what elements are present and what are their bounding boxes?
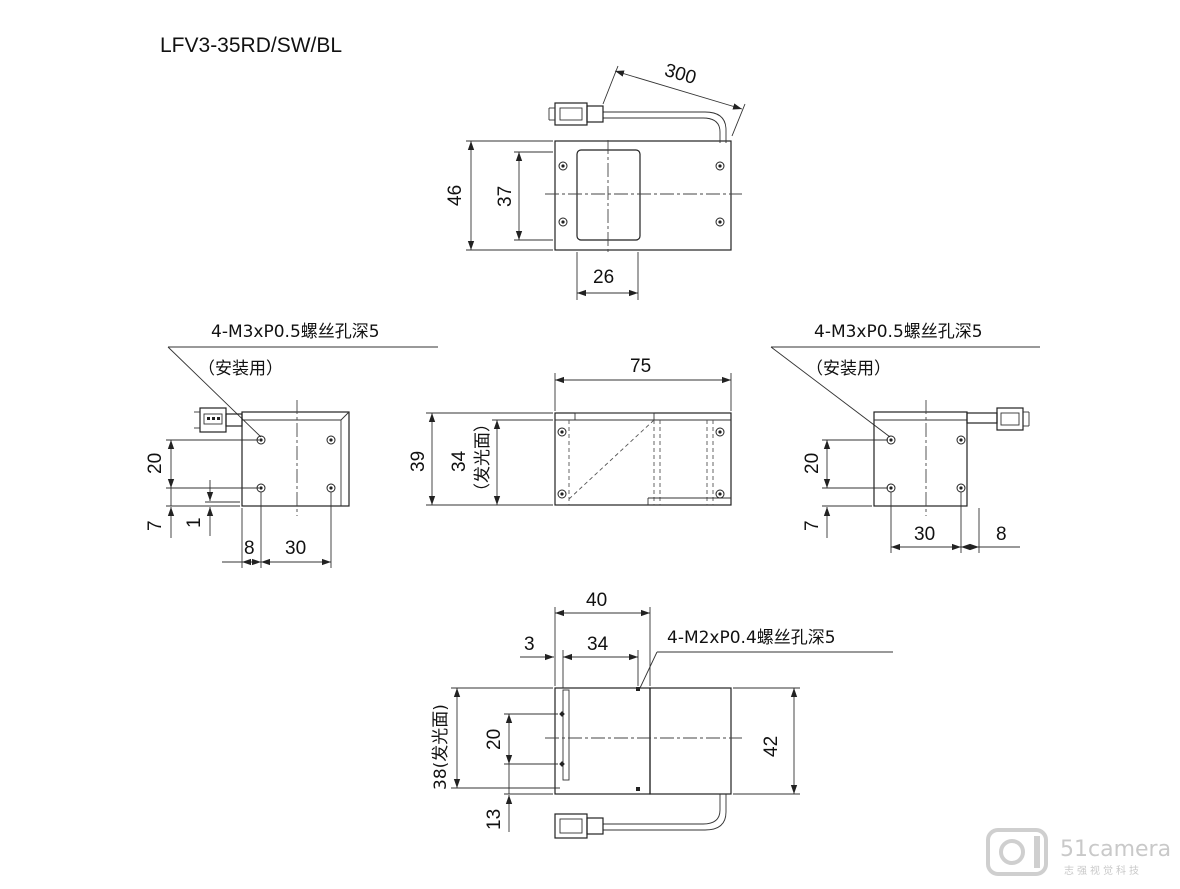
connector [966,407,1030,431]
top-view-window [576,149,641,241]
leader-line [770,346,891,438]
bottom-view: 40 3 34 4-M2xP0.4螺丝孔深5 38(发光面) 20 13 42 [431,590,893,839]
mounting-hole [559,687,640,791]
cable [603,111,727,143]
top-view-body [554,140,732,251]
front-view: 75 39 34 （发光面） [408,356,732,506]
dim-width-total: 40 [586,590,607,611]
front-view-body [554,412,732,506]
dim-left-offset: 8 [244,538,255,559]
right-view-body [873,411,968,507]
cable [603,794,727,831]
dim-pitch-vertical: 20 [802,453,823,474]
dim-height-outer: 46 [445,185,466,206]
dim-bottom-offset: 13 [484,809,505,830]
leader-line [639,651,658,689]
right-note-usage: （安装用） [806,359,891,379]
dim-bottom-offset: 7 [145,520,166,531]
leader-line [167,346,262,438]
mounting-hole [557,427,725,499]
dim-height-inner: 37 [495,186,516,207]
connector [554,813,604,839]
connector [194,407,243,433]
dim-pitch-horizontal: 30 [285,538,306,559]
dim-emit-height: 34 [449,450,470,472]
watermark: 51camera 志强视觉科技 [986,828,1171,877]
dim-width-inner: 34 [587,634,609,655]
label-emitting-face: （发光面） [473,415,493,500]
left-view: 4-M3xP0.5螺丝孔深5 （安装用） 20 [145,322,438,568]
mounting-hole [256,435,336,493]
dim-total-width: 75 [630,356,651,377]
connector [548,102,604,126]
dim-pitch-horizontal: 30 [914,524,935,545]
dim-cable-length: 300 [662,60,698,89]
dim-small-offset: 1 [184,517,205,528]
dim-right-offset: 8 [996,524,1007,545]
left-view-body [241,411,350,507]
dim-pitch-vertical: 20 [484,729,505,750]
left-note-usage: （安装用） [198,359,283,379]
drawing-title: LFV3-35RD/SW/BL [160,34,342,57]
watermark-brand: 51camera [1060,837,1171,862]
mounting-hole [558,161,725,227]
right-note-thread: 4-M3xP0.5螺丝孔深5 [814,322,983,342]
dim-emit-height: 38(发光面) [431,704,451,790]
dim-bottom-offset: 7 [802,520,823,531]
bottom-note-thread: 4-M2xP0.4螺丝孔深5 [667,628,836,648]
camera-logo-icon [986,828,1048,876]
dim-window-width: 26 [593,267,614,288]
dim-total-height: 39 [408,451,429,472]
dim-height-right: 42 [761,736,782,757]
watermark-subtitle: 志强视觉科技 [1064,864,1142,877]
right-view: 4-M3xP0.5螺丝孔深5 （安装用） 20 7 [770,322,1040,553]
dim-pitch-vertical: 20 [145,453,166,474]
dim-side-offset: 3 [524,634,535,655]
top-view: 300 46 37 26 [445,60,746,300]
left-note-thread: 4-M3xP0.5螺丝孔深5 [211,322,380,342]
